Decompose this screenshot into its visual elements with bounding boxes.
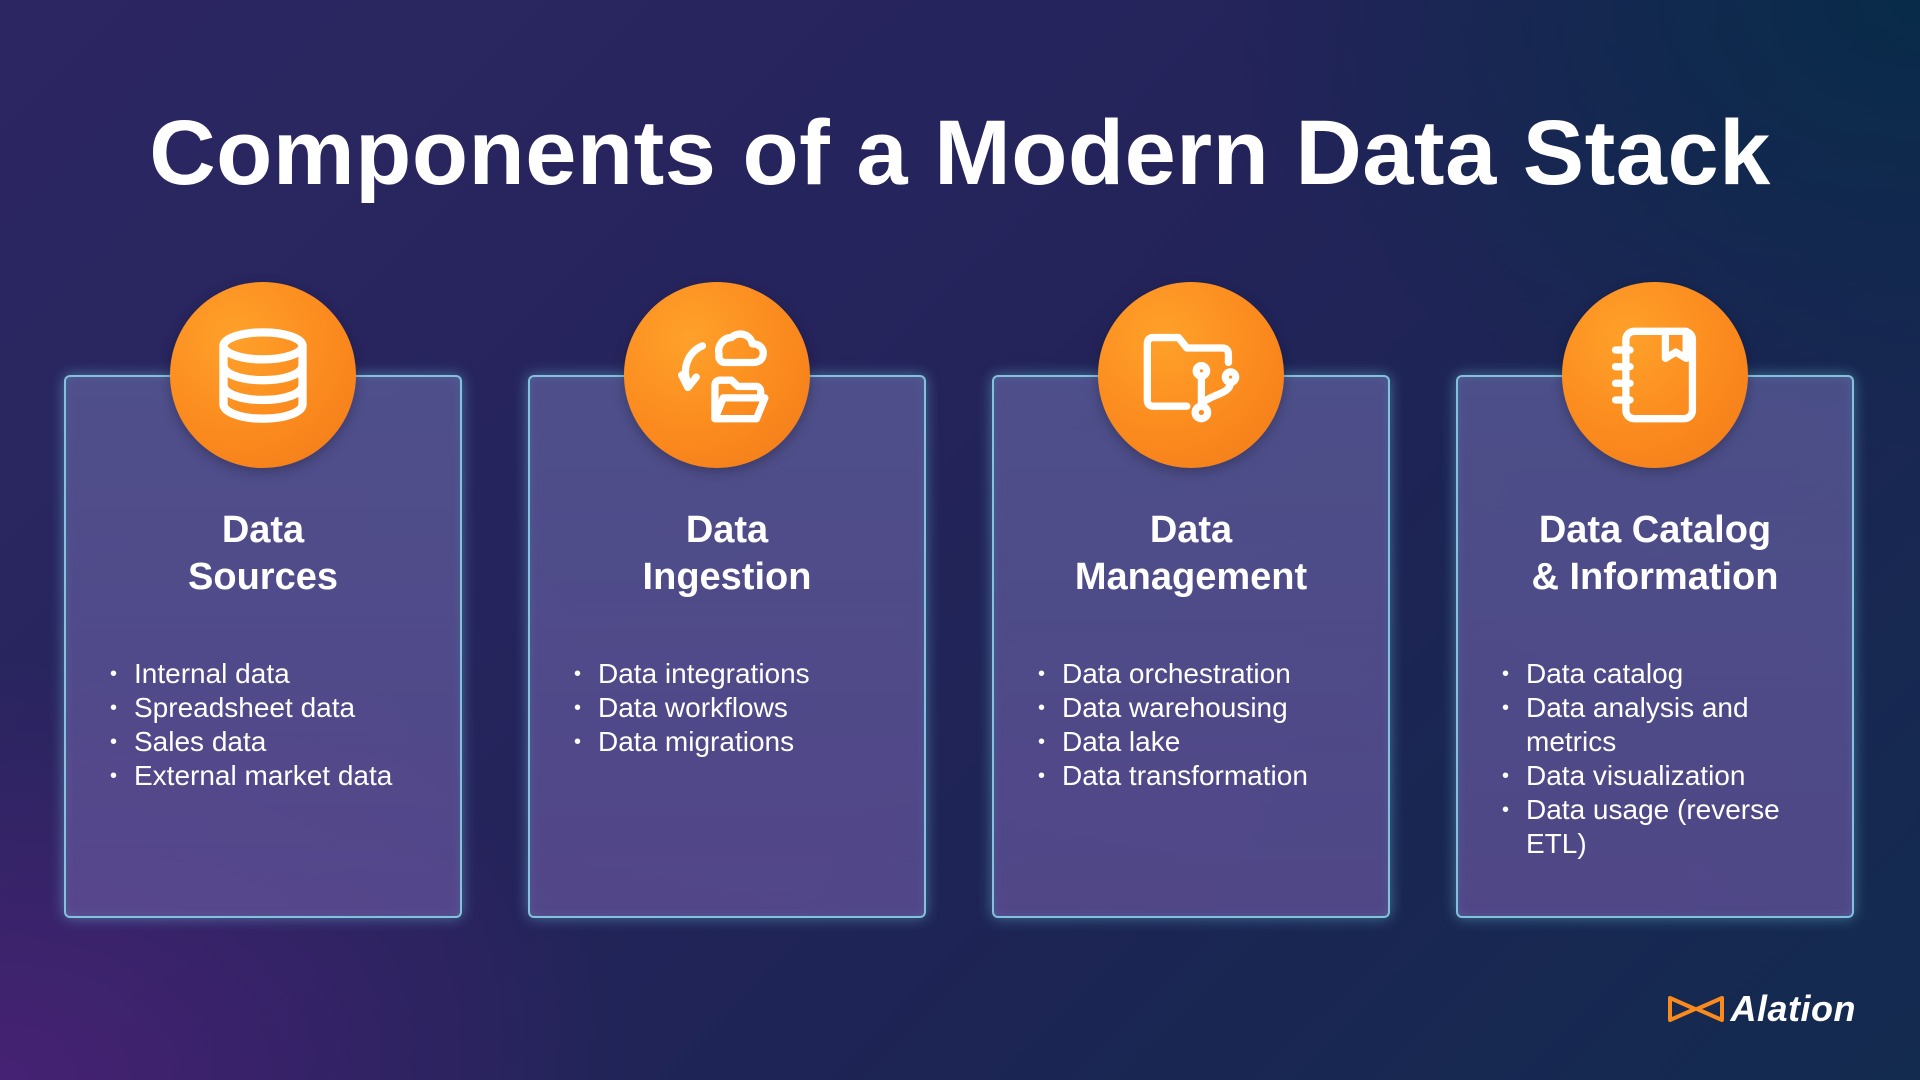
list-item: Data transformation <box>1032 759 1368 793</box>
list-item: Sales data <box>104 725 440 759</box>
list-item: Data workflows <box>568 691 904 725</box>
card-list: Data integrations Data workflows Data mi… <box>568 657 904 759</box>
list-item: Data catalog <box>1496 657 1832 691</box>
card-heading: Data Sources <box>66 507 460 601</box>
notebook-icon <box>1562 282 1748 468</box>
card-list: Data orchestration Data warehousing Data… <box>1032 657 1368 793</box>
list-item: Data lake <box>1032 725 1368 759</box>
list-item: Data analysis and metrics <box>1496 691 1832 759</box>
card-heading-line1: Data Catalog <box>1538 509 1772 551</box>
card-heading-line2: Management <box>1074 556 1308 598</box>
logo-text: Alation <box>1730 988 1856 1029</box>
page-title: Components of a Modern Data Stack <box>149 102 1771 204</box>
card-heading: Data Ingestion <box>530 507 924 601</box>
alation-logo-icon <box>1667 992 1725 1026</box>
card-heading-line2: Sources <box>188 556 338 598</box>
list-item: Internal data <box>104 657 440 691</box>
card-list: Data catalog Data analysis and metrics D… <box>1496 657 1832 861</box>
cloud-sync-folder-icon <box>624 282 810 468</box>
database-icon <box>170 282 356 468</box>
card-heading-line1: Data <box>685 509 769 551</box>
alation-logo: Alation <box>1667 988 1857 1030</box>
card-heading: Data Management <box>994 507 1388 601</box>
list-item: Data orchestration <box>1032 657 1368 691</box>
list-item: Data integrations <box>568 657 904 691</box>
list-item: External market data <box>104 759 440 793</box>
list-item: Data warehousing <box>1032 691 1368 725</box>
card-heading: Data Catalog & Information <box>1458 507 1852 601</box>
list-item: Spreadsheet data <box>104 691 440 725</box>
card-heading-line1: Data <box>1149 509 1233 551</box>
list-item: Data migrations <box>568 725 904 759</box>
card-heading-line2: Ingestion <box>642 556 812 598</box>
folder-branch-icon <box>1098 282 1284 468</box>
card-heading-line2: & Information <box>1531 556 1779 598</box>
card-list: Internal data Spreadsheet data Sales dat… <box>104 657 440 793</box>
list-item: Data visualization <box>1496 759 1832 793</box>
list-item: Data usage (reverse ETL) <box>1496 793 1832 861</box>
card-heading-line1: Data <box>221 509 305 551</box>
